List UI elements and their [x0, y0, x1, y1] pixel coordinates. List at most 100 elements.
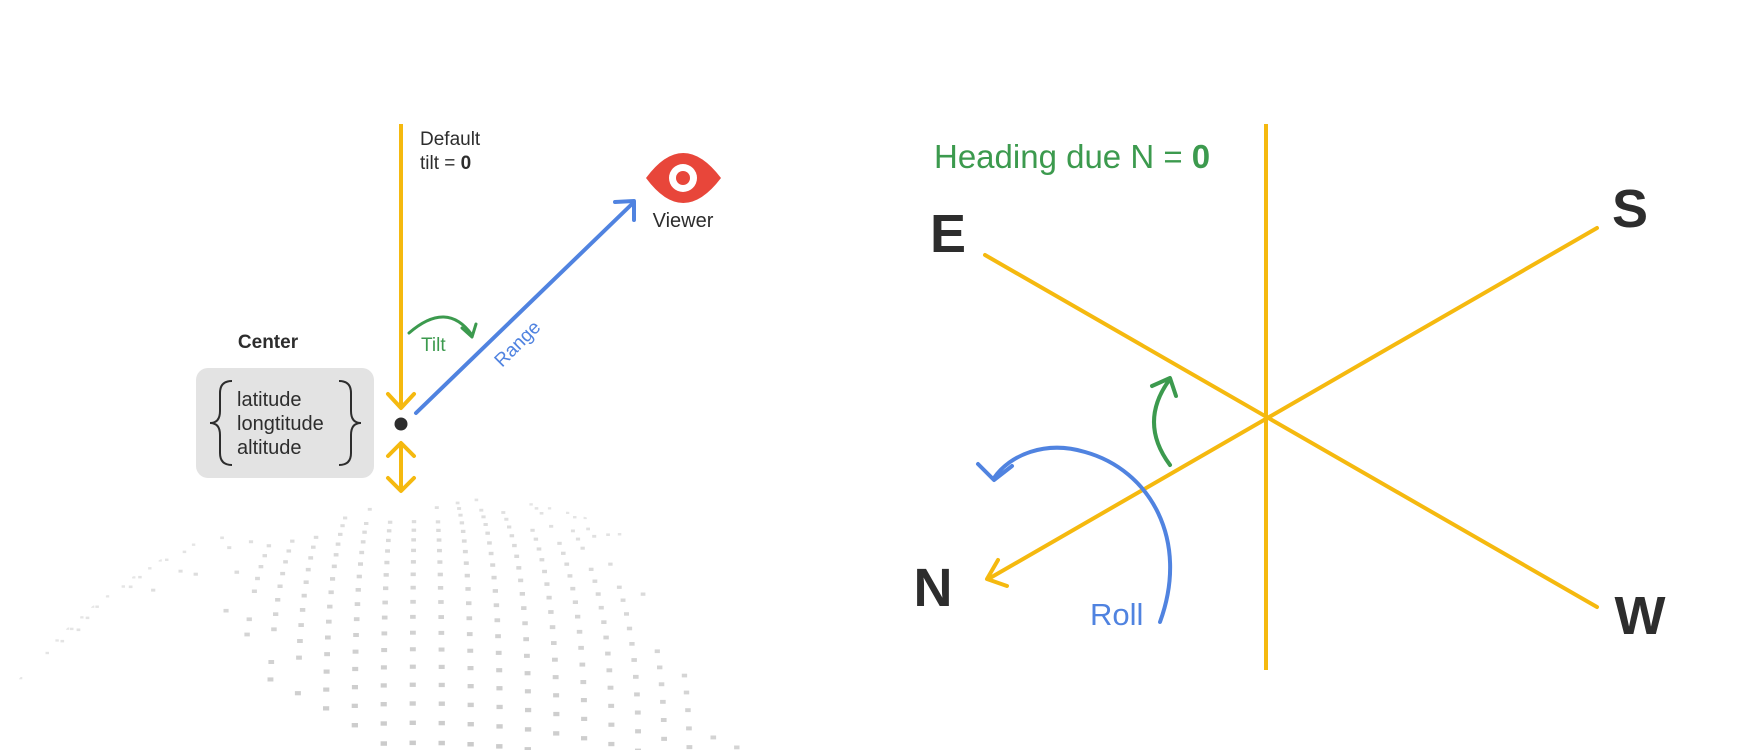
center-box	[196, 368, 374, 478]
globe-dot	[635, 729, 641, 734]
globe-dot	[409, 701, 416, 706]
globe-dot	[581, 716, 588, 721]
globe-dot	[495, 634, 501, 639]
left-brace	[209, 380, 233, 466]
globe-dot	[85, 616, 90, 620]
globe-dot	[640, 592, 646, 596]
viewer-label: Viewer	[653, 210, 714, 232]
globe-dot	[462, 549, 468, 554]
globe-dot	[578, 645, 584, 650]
globe-dot	[380, 683, 387, 688]
globe-dot	[356, 574, 362, 579]
globe-dot	[266, 544, 272, 548]
globe-dot	[340, 524, 345, 528]
globe-dot	[437, 560, 443, 564]
globe-dot	[496, 668, 503, 673]
globe-dot	[330, 577, 336, 581]
globe-dot	[273, 612, 279, 616]
east-west-axis	[983, 253, 1599, 609]
globe-dot	[438, 664, 445, 669]
globe-dot	[294, 691, 301, 696]
globe-dot	[512, 543, 517, 548]
globe-dot	[380, 702, 387, 707]
heading-arc	[1152, 377, 1172, 467]
roll-label: Roll	[1090, 597, 1143, 632]
globe-dot	[580, 698, 587, 703]
globe-dot	[381, 631, 388, 636]
default-tilt-value: 0	[461, 153, 472, 174]
globe-dot	[496, 704, 503, 710]
globe-dot	[244, 632, 250, 637]
globe-dot	[296, 655, 302, 660]
globe-dot	[467, 648, 474, 653]
globe-dot	[539, 512, 544, 515]
globe-dot	[411, 528, 417, 532]
heading-value: 0	[1192, 138, 1210, 175]
globe-dot	[592, 534, 597, 538]
globe-dot	[603, 635, 609, 640]
globe-dot	[384, 560, 390, 565]
globe-dot	[95, 605, 99, 608]
globe-dot	[507, 525, 512, 529]
globe-dot	[606, 533, 610, 536]
globe-dot	[524, 747, 531, 750]
globe-dot	[380, 741, 387, 746]
globe-dot	[438, 630, 445, 635]
globe-dot	[280, 571, 286, 576]
globe-dot	[234, 570, 240, 574]
globe-dot	[438, 600, 444, 604]
globe-dot	[338, 532, 343, 536]
globe-dot	[193, 572, 198, 576]
globe-dot	[488, 551, 494, 556]
globe-dot	[323, 669, 330, 674]
globe-dot	[455, 501, 460, 505]
globe-dot	[303, 580, 309, 584]
globe-dot	[323, 687, 330, 692]
globe-dot	[552, 657, 558, 662]
altitude-arrow-up	[386, 441, 416, 458]
globe-dot	[383, 586, 389, 591]
globe-dot	[437, 586, 444, 590]
globe-dot	[496, 744, 503, 749]
globe-dot	[657, 665, 663, 670]
globe-dot	[409, 740, 416, 746]
globe-dot	[351, 685, 358, 690]
globe-dot	[362, 530, 367, 534]
globe-dot	[359, 550, 365, 555]
globe-dot	[474, 498, 479, 502]
globe-dot	[496, 686, 503, 691]
globe-dot	[570, 586, 576, 591]
globe-dot	[182, 550, 187, 554]
compass-n: N	[914, 558, 953, 618]
globe-dot	[542, 569, 547, 574]
globe-dot	[710, 735, 717, 740]
globe-dot	[436, 538, 442, 542]
globe-dot	[286, 549, 292, 553]
globe-dot	[617, 533, 622, 536]
globe-dot	[466, 616, 473, 621]
globe-dot	[524, 671, 531, 676]
compass-w: W	[1615, 586, 1666, 646]
globe-dot	[573, 516, 577, 519]
range-arrowhead	[613, 199, 636, 222]
globe-dot	[624, 612, 629, 616]
globe-dot	[351, 703, 358, 708]
roll-arc	[992, 445, 1173, 624]
globe-dot	[458, 513, 463, 517]
globe-dot	[553, 731, 560, 736]
globe-dot	[76, 628, 81, 632]
globe-dot	[464, 573, 470, 578]
globe-dot	[467, 666, 474, 671]
globe-dot	[223, 608, 229, 613]
globe-dot	[434, 506, 439, 509]
heading-arrowhead	[1150, 376, 1178, 398]
globe-dot	[355, 588, 361, 592]
globe-dot	[158, 559, 162, 562]
globe-dot	[308, 556, 314, 560]
tilt-arc	[407, 315, 474, 337]
globe-dot	[530, 528, 535, 532]
default-tilt-label-line2: tilt = 0	[420, 153, 471, 174]
globe-dot	[386, 529, 392, 533]
globe-dot	[608, 722, 615, 727]
center-point	[394, 417, 408, 431]
